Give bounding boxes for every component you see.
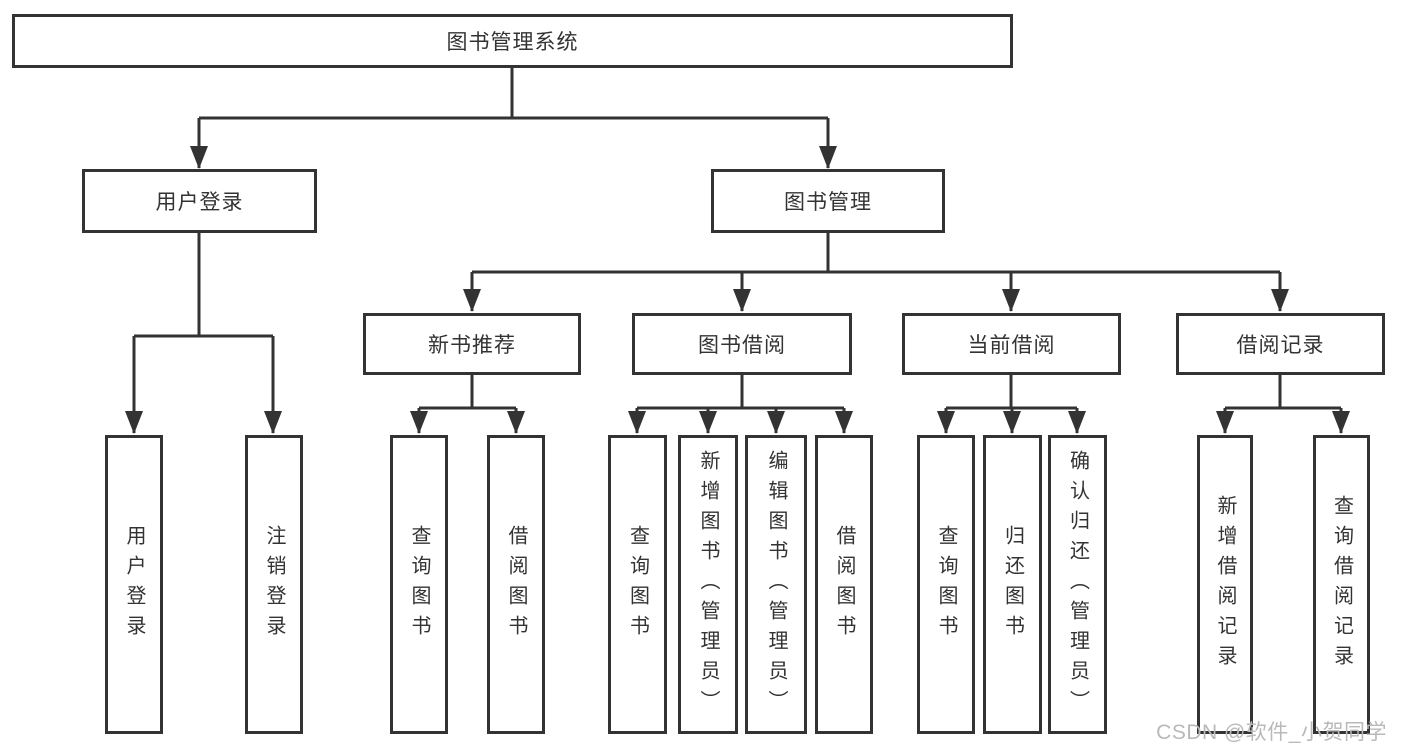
node-book-borrow: 图书借阅 — [632, 313, 852, 375]
node-book-management: 图书管理 — [711, 169, 945, 233]
leaf-label: 用户登录 — [123, 524, 145, 645]
leaf-rec-query-books: 查询图书 — [390, 435, 448, 734]
leaf-borrow-edit-books-admin: 编辑图书（管理员） — [745, 435, 807, 734]
connector-current-borrow-children — [937, 374, 1086, 434]
connector-book-mgmt-to-level3 — [463, 232, 1289, 312]
connector-borrow-record-children — [1216, 374, 1350, 434]
leaf-label: 借阅图书 — [833, 524, 855, 645]
node-borrow-record: 借阅记录 — [1176, 313, 1385, 375]
leaf-borrow-query-books: 查询图书 — [608, 435, 667, 734]
node-current-borrow: 当前借阅 — [902, 313, 1121, 375]
leaf-logout-login: 注销登录 — [245, 435, 303, 734]
connector-user-login-children — [125, 232, 282, 434]
leaf-borrow-borrow-books: 借阅图书 — [815, 435, 873, 734]
leaf-label: 查询图书 — [408, 524, 430, 645]
node-user-login: 用户登录 — [82, 169, 317, 233]
leaf-current-confirm-return-admin: 确认归还（管理员） — [1048, 435, 1107, 734]
leaf-current-query-books: 查询图书 — [917, 435, 975, 734]
leaf-user-login: 用户登录 — [105, 435, 163, 734]
leaf-record-query-borrow-record: 查询借阅记录 — [1313, 435, 1370, 734]
leaf-current-return-books: 归还图书 — [983, 435, 1042, 734]
connector-root-to-level2 — [190, 67, 837, 169]
leaf-label: 借阅图书 — [505, 524, 527, 645]
leaf-label: 确认归还（管理员） — [1066, 449, 1089, 720]
leaf-label: 查询图书 — [935, 524, 957, 645]
leaf-rec-borrow-books: 借阅图书 — [487, 435, 545, 734]
leaf-label: 查询图书 — [626, 524, 649, 645]
leaf-label: 注销登录 — [263, 524, 285, 645]
leaf-label: 新增图书（管理员） — [697, 449, 719, 720]
leaf-borrow-add-books-admin: 新增图书（管理员） — [678, 435, 738, 734]
connector-new-book-rec-children — [410, 374, 525, 434]
leaf-label: 归还图书 — [1001, 524, 1024, 645]
connector-book-borrow-children — [628, 374, 853, 434]
leaf-label: 查询借阅记录 — [1330, 494, 1353, 675]
leaf-label: 编辑图书（管理员） — [765, 449, 787, 720]
leaf-label: 新增借阅记录 — [1214, 494, 1236, 675]
leaf-record-add-borrow-record: 新增借阅记录 — [1197, 435, 1253, 734]
node-new-book-recommend: 新书推荐 — [363, 313, 581, 375]
node-root-library-system: 图书管理系统 — [12, 14, 1013, 68]
watermark: CSDN @软件_小贺同学 — [1156, 721, 1387, 744]
